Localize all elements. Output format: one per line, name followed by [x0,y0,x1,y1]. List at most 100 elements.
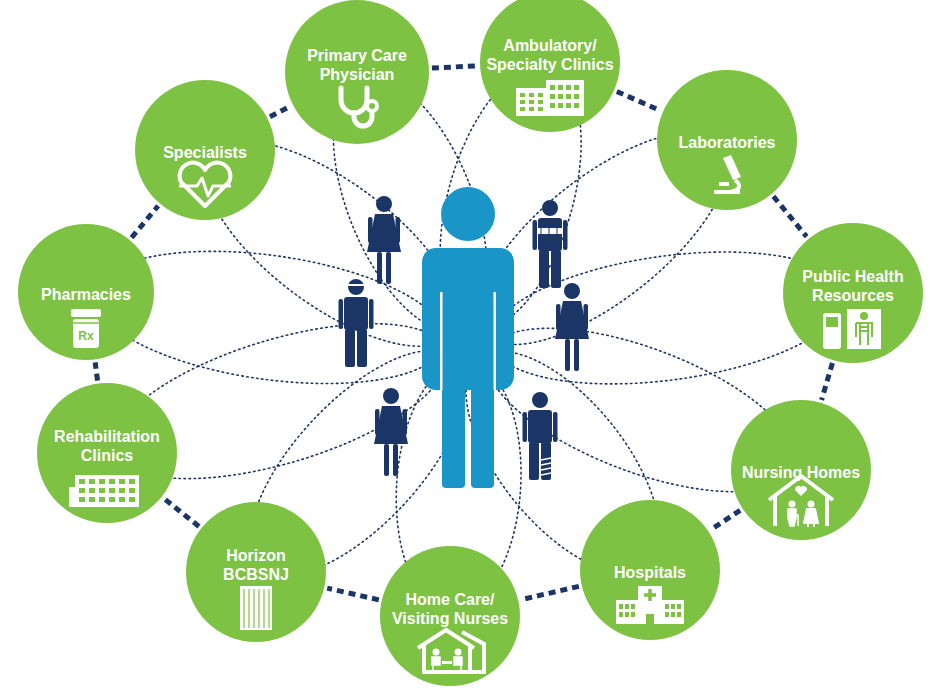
person-arm [584,304,589,330]
tower-icon [240,586,272,630]
person-leg [539,250,549,288]
window [665,604,669,609]
window [520,107,525,111]
person-head [348,279,364,295]
window [109,488,115,493]
service-label-box: Pharmacies [22,286,150,304]
service-label: Laboratories [663,134,791,152]
person-leg [384,444,389,476]
service-label: Primary Care Physician [293,47,421,84]
dashed-ring-link [164,499,199,527]
dashed-ring-link [711,510,740,529]
person-arm [563,220,568,250]
window [619,612,623,617]
service-label-box: Ambulatory/ Specialty Clinics [486,37,614,74]
service-label: Hospitals [586,564,714,582]
circle-fill [186,502,326,642]
service-label-box: Nursing Homes [737,464,865,482]
person-arm [339,299,344,329]
service-icon [823,309,881,349]
service-icon [516,80,584,116]
service-label: Home Care/ Visiting Nurses [386,591,514,628]
central-person [422,187,514,488]
hospital-centre [638,586,662,624]
xray-board [847,309,881,349]
service-icon [714,155,741,194]
person-arm [533,220,538,250]
person-icon [533,200,568,288]
service-icon [179,163,231,206]
window [625,604,629,609]
service-label-box: Horizon BCBSNJ [192,547,320,584]
house-icon [418,630,474,672]
table [442,661,452,664]
service-label-box: Home Care/ Visiting Nurses [386,591,514,628]
service-label-box: Public Health Resources [789,268,917,305]
arm-cast [537,228,563,234]
service-label: Ambulatory/ Specialty Clinics [486,37,614,74]
window [566,85,571,90]
service-circle: Specialists [135,80,275,220]
window [550,103,555,108]
window [671,604,675,609]
circle-fill [18,224,154,360]
window [558,85,563,90]
nurse-head [455,649,462,656]
hospital-door [646,614,654,624]
service-icon [69,475,139,507]
dashed-ring-link [95,362,97,380]
tower-stripe [258,589,259,628]
resident-body [788,509,798,526]
service-circle: Ambulatory/ Specialty Clinics [480,0,620,132]
person-leg [565,339,570,371]
person-icon [555,283,589,371]
person-leg [386,252,391,284]
window [79,488,85,493]
window [538,93,543,97]
window [79,479,85,484]
person-torso [344,297,368,330]
person-leg [541,442,551,480]
person-head [532,392,548,408]
cast-stripe [557,228,558,234]
building-wing [69,487,77,507]
window [619,604,623,609]
person-arm [396,217,401,243]
service-label-box: Specialists [141,144,269,162]
service-label-box: Primary Care Physician [293,47,421,84]
bottle-stripe [73,322,99,324]
service-icon [71,309,101,348]
window [129,479,135,484]
stethoscope-chest-centre [369,103,375,109]
service-icon [418,630,484,672]
dashed-ring-link [617,91,660,110]
person-head [542,200,558,216]
circle-fill [580,500,720,640]
circle-fill [731,400,871,540]
head-bandage [348,284,364,286]
service-circle: Home Care/ Visiting Nurses [380,546,520,686]
window [89,497,95,502]
service-icon [616,586,684,624]
person-leg [377,252,382,284]
person-arm [553,412,558,442]
hospital-cross [644,589,656,601]
window [99,488,105,493]
resident-head [789,501,796,508]
person-leg [393,444,398,476]
person-arm [369,299,374,329]
bottle-body [73,319,99,348]
window [631,604,635,609]
service-label: Horizon BCBSNJ [192,547,320,584]
circle-fill [135,80,275,220]
person-icon [374,388,408,476]
person-icon [367,196,401,284]
window [574,103,579,108]
person-icon [523,392,558,480]
person-torso [422,248,514,390]
visitor-body [432,657,440,670]
window [119,497,125,502]
window [520,100,525,104]
window [550,94,555,99]
